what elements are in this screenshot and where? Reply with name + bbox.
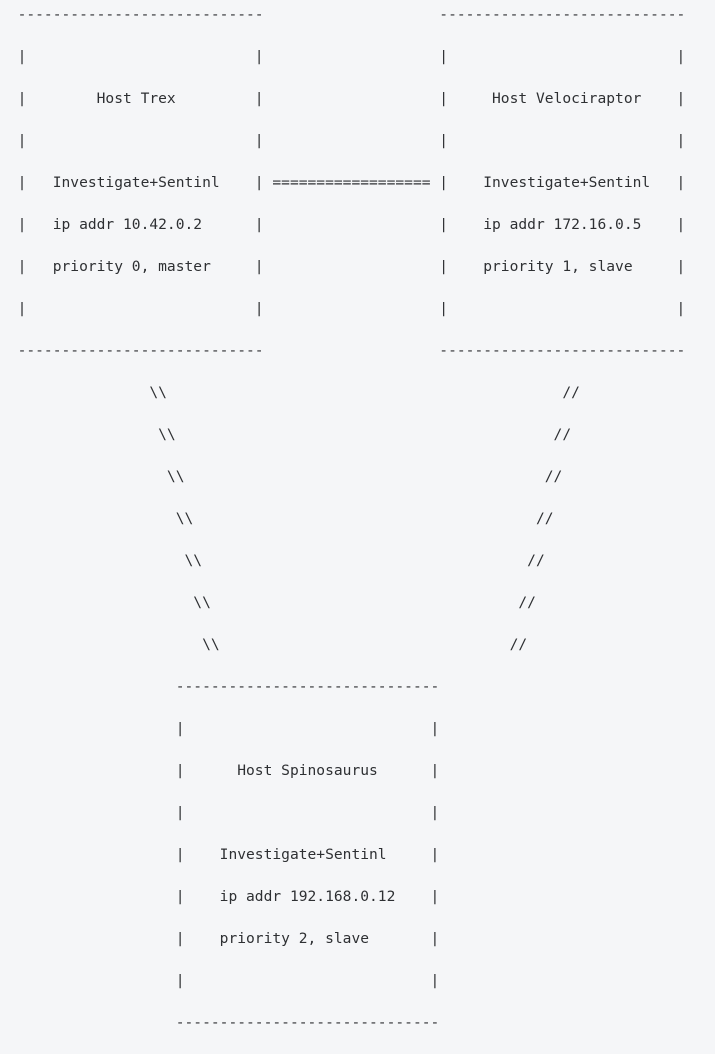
ascii-row-0: ---------------------------- -----------…: [0, 6, 686, 23]
ascii-row-15: \\ //: [0, 636, 528, 653]
ascii-row-10: \\ //: [0, 426, 572, 443]
ascii-row-23: | |: [0, 972, 440, 989]
ascii-row-24: ------------------------------: [0, 1014, 440, 1031]
ascii-network-diagram: ---------------------------- -----------…: [0, 6, 686, 1031]
ascii-row-17: | |: [0, 720, 440, 737]
ascii-row-13: \\ //: [0, 552, 545, 569]
ascii-row-6: | priority 0, master | | priority 1, sla…: [0, 258, 686, 275]
ascii-row-20: | Investigate+Sentinl |: [0, 846, 440, 863]
ascii-row-11: \\ //: [0, 468, 563, 485]
ascii-row-16: ------------------------------: [0, 678, 440, 695]
ascii-row-21: | ip addr 192.168.0.12 |: [0, 888, 440, 905]
ascii-row-14: \\ //: [0, 594, 536, 611]
ascii-row-18: | Host Spinosaurus |: [0, 762, 440, 779]
ascii-row-5: | ip addr 10.42.0.2 | | ip addr 172.16.0…: [0, 216, 686, 233]
ascii-row-3: | | | |: [0, 132, 686, 149]
ascii-row-2: | Host Trex | | Host Velociraptor |: [0, 90, 686, 107]
ascii-row-19: | |: [0, 804, 440, 821]
ascii-row-4: | Investigate+Sentinl | ================…: [0, 174, 686, 191]
ascii-row-12: \\ //: [0, 510, 554, 527]
ascii-row-22: | priority 2, slave |: [0, 930, 440, 947]
ascii-row-8: ---------------------------- -----------…: [0, 342, 686, 359]
ascii-row-7: | | | |: [0, 300, 686, 317]
ascii-row-1: | | | |: [0, 48, 686, 65]
ascii-row-9: \\ //: [0, 384, 580, 401]
